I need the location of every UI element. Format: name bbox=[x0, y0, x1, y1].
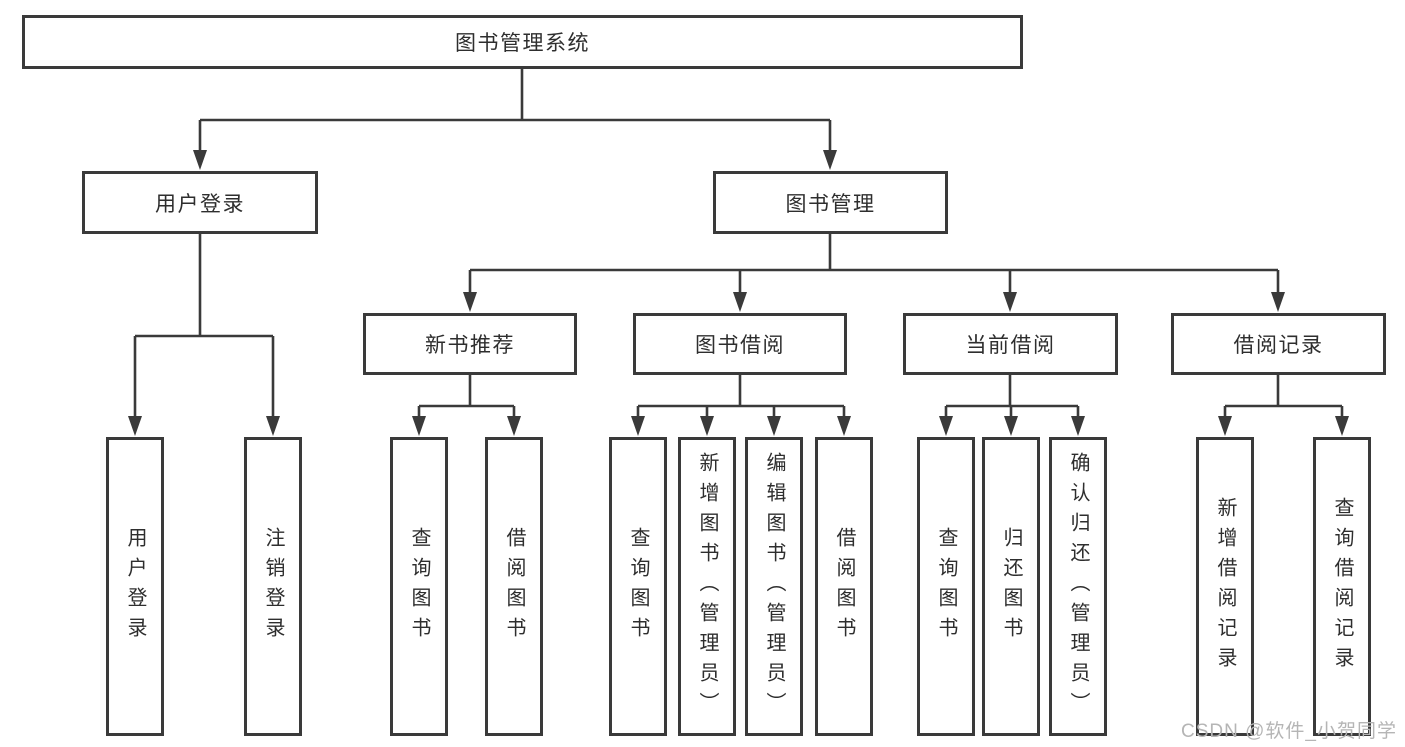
arrowhead bbox=[507, 416, 521, 436]
node-bb-borrow-books: 借阅图书 bbox=[815, 437, 873, 736]
node-book-borrow-label: 图书借阅 bbox=[695, 334, 785, 357]
node-cb-return-books: 归还图书 bbox=[982, 437, 1040, 736]
node-user-login-branch-label: 用户登录 bbox=[155, 192, 245, 216]
arrowhead bbox=[193, 150, 207, 170]
arrowhead bbox=[266, 416, 280, 436]
arrowhead bbox=[1004, 416, 1018, 436]
node-book-borrow: 图书借阅 bbox=[633, 313, 847, 375]
node-nbr-borrow-books-label: 借阅图书 bbox=[503, 526, 525, 647]
node-logout-leaf: 注销登录 bbox=[244, 437, 302, 736]
node-nbr-borrow-books: 借阅图书 bbox=[485, 437, 543, 736]
arrowhead bbox=[767, 416, 781, 436]
node-bb-edit-books-admin-label: 编辑图书（管理员） bbox=[763, 451, 785, 722]
node-cb-query-books: 查询图书 bbox=[917, 437, 975, 736]
arrowhead bbox=[1003, 292, 1017, 312]
arrowheads bbox=[128, 150, 1349, 436]
connector-user-login-group bbox=[133, 234, 275, 418]
connector-borrow-records-group bbox=[1223, 375, 1344, 418]
node-bb-query-books-label: 查询图书 bbox=[627, 526, 649, 647]
node-cb-confirm-return-admin: 确认归还（管理员） bbox=[1049, 437, 1107, 736]
arrowhead bbox=[463, 292, 477, 312]
arrowhead bbox=[733, 292, 747, 312]
node-book-mgmt-branch: 图书管理 bbox=[713, 171, 948, 234]
node-bb-add-books-admin-label: 新增图书（管理员） bbox=[696, 451, 718, 722]
node-new-book-rec: 新书推荐 bbox=[363, 313, 577, 375]
node-current-borrow: 当前借阅 bbox=[903, 313, 1118, 375]
node-cb-confirm-return-admin-label: 确认归还（管理员） bbox=[1067, 451, 1089, 722]
node-nbr-query-books: 查询图书 bbox=[390, 437, 448, 736]
node-cb-query-books-label: 查询图书 bbox=[935, 526, 957, 647]
arrowhead bbox=[1071, 416, 1085, 436]
node-root: 图书管理系统 bbox=[22, 15, 1023, 69]
arrowhead bbox=[128, 416, 142, 436]
arrowhead bbox=[1218, 416, 1232, 436]
arrowhead bbox=[412, 416, 426, 436]
arrowhead bbox=[631, 416, 645, 436]
node-bb-add-books-admin: 新增图书（管理员） bbox=[678, 437, 736, 736]
arrowhead bbox=[939, 416, 953, 436]
node-user-login-leaf-label: 用户登录 bbox=[124, 526, 146, 647]
node-borrow-records-label: 借阅记录 bbox=[1233, 334, 1324, 357]
connector-new-book-rec-group bbox=[417, 375, 516, 418]
node-book-mgmt-branch-label: 图书管理 bbox=[785, 192, 876, 216]
arrowhead bbox=[700, 416, 714, 436]
connector-root-to-branches bbox=[198, 68, 832, 152]
node-bb-query-books: 查询图书 bbox=[609, 437, 667, 736]
connector-current-borrow-group bbox=[944, 375, 1080, 418]
arrowhead bbox=[1335, 416, 1349, 436]
node-current-borrow-label: 当前借阅 bbox=[965, 334, 1056, 357]
node-root-label: 图书管理系统 bbox=[455, 32, 590, 55]
node-nbr-query-books-label: 查询图书 bbox=[408, 526, 430, 647]
arrowhead bbox=[1271, 292, 1285, 312]
node-bb-edit-books-admin: 编辑图书（管理员） bbox=[745, 437, 803, 736]
arrowhead bbox=[837, 416, 851, 436]
node-user-login-leaf: 用户登录 bbox=[106, 437, 164, 736]
node-user-login-branch: 用户登录 bbox=[82, 171, 318, 234]
node-cb-return-books-label: 归还图书 bbox=[1000, 526, 1022, 647]
connector-book-borrow-group bbox=[636, 375, 846, 418]
node-br-query-record-label: 查询借阅记录 bbox=[1331, 496, 1353, 677]
node-bb-borrow-books-label: 借阅图书 bbox=[833, 526, 855, 647]
node-logout-leaf-label: 注销登录 bbox=[262, 526, 284, 647]
connector-book-mgmt-group bbox=[468, 234, 1280, 294]
node-borrow-records: 借阅记录 bbox=[1171, 313, 1386, 375]
csdn-watermark: CSDN @软件_小贺同学 bbox=[1181, 721, 1397, 742]
node-br-add-record-label: 新增借阅记录 bbox=[1214, 496, 1236, 677]
node-br-query-record: 查询借阅记录 bbox=[1313, 437, 1371, 736]
node-new-book-rec-label: 新书推荐 bbox=[425, 334, 515, 357]
node-br-add-record: 新增借阅记录 bbox=[1196, 437, 1254, 736]
arrowhead bbox=[823, 150, 837, 170]
